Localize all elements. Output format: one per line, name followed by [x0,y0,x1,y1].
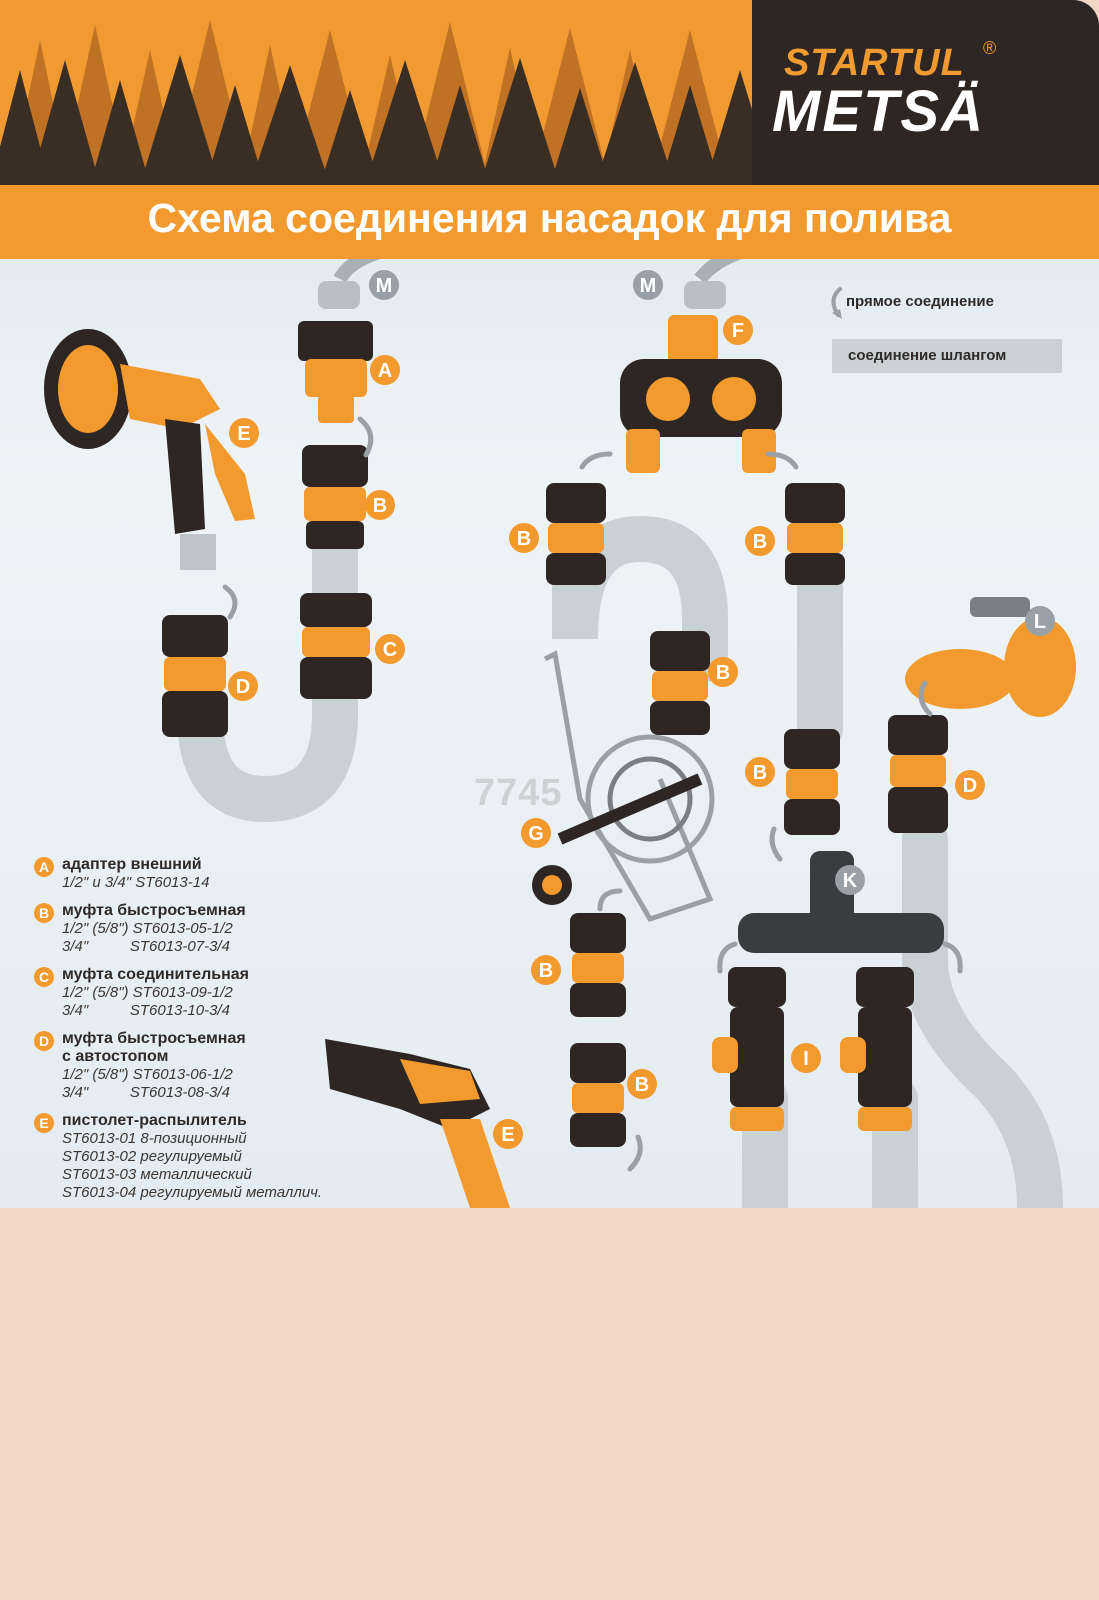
part-title-d: муфта быстросъемная [62,1030,246,1047]
direct-arrows [222,416,963,1172]
part-title-a: адаптер внешний [62,856,202,873]
label-k: K [843,870,858,892]
part-item-e: E пистолет-распылитель ST6013-01 8-позиц… [30,1112,450,1202]
brand-logo: STARTUL ® METSÄ [770,38,1070,148]
part-badge-c: C [34,967,54,987]
part-item-a: A адаптер внешний 1/2" и 3/4" ST6013-14 [30,856,450,892]
label-b-1: B [373,495,387,517]
adapter-a [298,321,373,423]
letter-badges: M M A E B C D F B B B [228,270,1055,1149]
arrow-d-l [918,680,933,717]
spray-gun-e-bottom [325,1039,510,1208]
page-title: Схема соединения насадок для полива [147,195,952,241]
part-badge-e: E [34,1113,54,1133]
arrow-k-b [769,826,783,862]
part-title-e: пистолет-распылитель [62,1112,247,1129]
label-l: L [1034,611,1046,633]
hose-center-loop [552,515,728,682]
part-line-d-2: 3/4" ST6013-08-3/4 [62,1084,230,1101]
infographic-card: STARTUL ® METSÄ Схема соединения насадок… [0,0,1099,1208]
part-line-b-2: 3/4" ST6013-07-3/4 [62,938,230,955]
watermark: 7745 [474,772,563,814]
hose-cart-g [543,650,715,923]
arrow-e-d [222,584,238,620]
forest-illustration [0,0,752,185]
label-b-4: B [716,662,730,684]
parts-list: A адаптер внешний 1/2" и 3/4" ST6013-14 … [30,856,450,1208]
part-line-c-1: 1/2" (5/8") ST6013-09-1/2 [62,984,233,1001]
tap-pipe-left [333,259,381,283]
hose-far-right [902,816,1063,1208]
label-b-6: B [539,960,553,982]
arrow-g-b [597,888,623,912]
label-c: C [383,639,397,661]
tap-pipe-right [694,259,742,284]
brand-registered-mark: ® [983,38,997,58]
label-b-5: B [753,762,767,784]
arrow-a-b [357,416,374,458]
brand-line1: STARTUL [784,42,965,84]
part-line-c-2: 3/4" ST6013-10-3/4 [62,1002,230,1019]
label-a: A [378,360,392,382]
coupling-d-left [162,615,228,737]
valves-i [712,967,914,1131]
part-title-c: муфта соединительная [62,966,249,983]
title-bar: Схема соединения насадок для полива [0,185,1099,259]
part-line-e-1: ST6013-01 8-позиционный [62,1130,247,1147]
part-line-e-4: ST6013-04 регулируемый металлич. [62,1184,323,1201]
coupling-d-right [888,715,948,833]
part-item-c: C муфта соединительная 1/2" (5/8") ST601… [30,966,450,1020]
label-b-3: B [753,531,767,553]
part-line-e-3: ST6013-03 металлический [62,1166,252,1183]
arrow-k-i-right [942,941,963,974]
label-f: F [732,320,744,342]
couplings-b-set [546,483,845,1147]
part-title-d-2: с автостопом [62,1048,169,1065]
arrow-f-b-left [579,451,613,470]
arrow-f-b-right [765,451,799,470]
legend: прямое соединение соединение шлангом [826,283,1066,373]
part-badge-a: A [34,857,54,877]
part-item-d: D муфта быстросъемная с автостопом 1/2" … [30,1030,450,1102]
direct-connection-arrow-icon [831,287,842,319]
legend-hose-label: соединение шлангом [848,347,1007,364]
label-b-7: B [635,1074,649,1096]
label-e-bottom: E [501,1124,514,1146]
part-line-d-1: 1/2" (5/8") ST6013-06-1/2 [62,1066,233,1083]
header: STARTUL ® METSÄ [0,0,1099,185]
label-e-top: E [237,423,250,445]
legend-hose-swatch [832,339,1062,373]
splitter-f [620,315,782,473]
arrow-b-bottom [627,1134,643,1172]
arrow-k-i-left [717,941,738,974]
bottom-blank-area [0,1208,1099,1600]
spray-gun-e [44,329,255,570]
part-line-a-1: 1/2" и 3/4" ST6013-14 [62,874,210,891]
part-badge-b: B [34,903,54,923]
label-g: G [528,823,544,845]
cart-wheel-hub [542,875,562,895]
part-line-b-1: 1/2" (5/8") ST6013-05-1/2 [62,920,233,937]
connection-diagram: M M A E B C D F B B B [44,259,1076,1208]
coupling-c [300,593,372,699]
forest-banner [0,0,752,185]
label-m-right: M [640,275,657,297]
part-item-b: B муфта быстросъемная 1/2" (5/8") ST6013… [30,902,450,956]
label-b-2: B [517,528,531,550]
legend-direct-label: прямое соединение [846,293,994,310]
coupling-b-left [302,445,368,549]
brand-line2: METSÄ [772,79,985,144]
label-d-left: D [236,676,250,698]
label-m-left: M [376,275,393,297]
label-i: I [803,1048,809,1070]
tap-nozzle-right [684,281,726,309]
tap-nozzle-left [318,281,360,309]
part-line-e-2: ST6013-02 регулируемый [62,1148,242,1165]
hose-left-u [177,526,358,823]
sprinkler-l [905,597,1076,717]
part-badge-d: D [34,1031,54,1051]
label-d-right: D [963,775,977,797]
part-title-b: муфта быстросъемная [62,902,246,919]
